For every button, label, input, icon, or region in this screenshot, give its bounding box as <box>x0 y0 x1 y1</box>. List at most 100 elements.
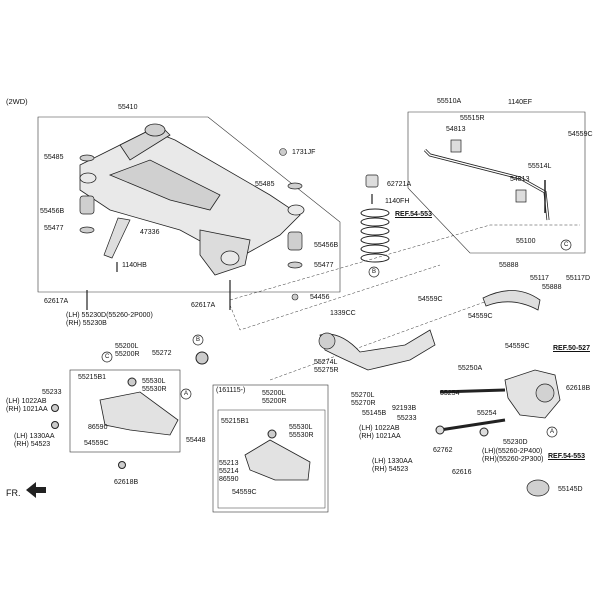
bushing <box>79 154 303 269</box>
part-label-lh: (LH) 1022AB <box>359 425 400 432</box>
part-label: 62721A <box>387 181 412 188</box>
part-label-rh: (RH) 54523 <box>372 466 409 473</box>
date-label: (161115-) <box>216 387 246 394</box>
lower-arm-new <box>244 439 311 481</box>
callout-letter: A <box>550 429 555 435</box>
part-label: 55530L <box>142 378 166 385</box>
part-label: 55200L <box>115 343 139 350</box>
ref-link[interactable]: REF.54-553 <box>395 211 432 218</box>
lower-arm-group-box <box>69 369 181 453</box>
callout-letter: B <box>372 269 377 275</box>
bushing-55145d <box>526 479 550 497</box>
link-bushing <box>479 427 489 437</box>
part-code: (LH)(55260-2P400) <box>482 448 543 455</box>
part-label: 55275R <box>314 367 339 374</box>
part-label: 1731JF <box>292 149 316 156</box>
part-label: 62617A <box>44 298 69 305</box>
nut <box>118 461 126 469</box>
part-label-rh: (RH) 54523 <box>14 441 51 448</box>
part-label: 55270R <box>351 400 376 407</box>
lower-arm-new-inner-box <box>217 409 326 509</box>
knuckle <box>504 369 561 419</box>
part-code: (LH) 55230D(55260-2P000) <box>66 312 153 319</box>
part-label: 92193B <box>392 405 417 412</box>
part-label: 1140HB <box>122 262 147 269</box>
spring-pad <box>365 174 379 188</box>
front-arrow-icon <box>26 482 46 498</box>
lower-arm-new-group-box <box>212 384 329 513</box>
part-label: 62618B <box>114 479 139 486</box>
bushing <box>195 351 209 365</box>
part-label: 55250A <box>458 365 483 372</box>
ref-link[interactable]: REF.50-527 <box>553 345 590 352</box>
trailing-arm <box>319 329 436 371</box>
part-label: 54813 <box>510 176 530 183</box>
dashed-leader <box>229 264 441 331</box>
upper-arm-title: 55100 <box>516 238 536 245</box>
nut <box>291 293 299 301</box>
dashed-leader <box>269 299 491 381</box>
callout-letter: C <box>564 242 569 248</box>
part-label-lh: (LH) 1330AA <box>14 433 55 440</box>
part-label: 55117D <box>566 275 591 282</box>
part-label: 55456B <box>40 208 65 215</box>
part-label: 55117 <box>530 275 549 282</box>
bushing <box>51 404 59 412</box>
hub <box>535 383 555 403</box>
trailing-arm-bushing <box>318 332 336 350</box>
subframe <box>79 123 305 276</box>
part-label: 86590 <box>88 424 108 431</box>
part-label: 86590 <box>219 476 239 483</box>
part-label: 47336 <box>140 229 160 236</box>
part-label: 55477 <box>314 262 334 269</box>
part-label: 54559C <box>232 489 257 496</box>
part-label: 1140FH <box>385 198 410 205</box>
callout-circle <box>101 239 572 438</box>
part-label: 54559C <box>505 343 530 350</box>
lateral-link <box>439 388 506 394</box>
part-label: 55200R <box>115 351 140 358</box>
part-label: 55888 <box>499 262 519 269</box>
callout-letter: C <box>105 354 110 360</box>
part-label: 62617A <box>191 302 216 309</box>
part-label-lh: (LH) 1330AA <box>372 458 413 465</box>
bolt <box>86 194 373 310</box>
part-label: 55270L <box>351 392 375 399</box>
part-label: 55515R <box>460 115 485 122</box>
coil-spring <box>360 208 390 263</box>
callout-letter: A <box>184 391 189 397</box>
front-label: FR. <box>6 488 21 498</box>
part-label: 54559C <box>468 313 493 320</box>
part-label: 55530L <box>289 424 313 431</box>
part-label: 55477 <box>44 225 64 232</box>
part-label: 55214 <box>219 468 239 475</box>
part-label: 55530R <box>142 386 167 393</box>
part-label: 54559C <box>568 131 593 138</box>
bushing <box>51 421 59 429</box>
part-label: 1339CC <box>330 310 356 317</box>
part-label: 55200L <box>262 390 286 397</box>
drive-label: (2WD) <box>6 97 28 106</box>
part-label: 1140EF <box>508 99 532 106</box>
part-code: (RH) 55230B <box>66 320 107 327</box>
part-label-rh: (RH) 1021AA <box>359 433 401 440</box>
part-label: 55456B <box>314 242 339 249</box>
part-label: 55233 <box>397 415 417 422</box>
lateral-link <box>439 418 506 432</box>
ref-link[interactable]: REF.54-553 <box>548 453 585 460</box>
part-label: 55514L <box>528 163 552 170</box>
part-label: 55274L <box>314 359 338 366</box>
part-label: 55145D <box>558 486 583 493</box>
part-label: 55230D <box>503 439 528 446</box>
part-label: 62618B <box>566 385 591 392</box>
ball-joint <box>127 377 137 387</box>
subframe-title: 55410 <box>118 104 138 111</box>
part-label: 55215B1 <box>221 418 250 425</box>
part-label: 62762 <box>433 447 453 454</box>
nut <box>279 148 287 156</box>
subframe-group-box <box>37 116 341 293</box>
bracket <box>103 217 131 259</box>
part-label: 55254 <box>440 390 460 397</box>
part-label-rh: (RH) 1021AA <box>6 406 48 413</box>
